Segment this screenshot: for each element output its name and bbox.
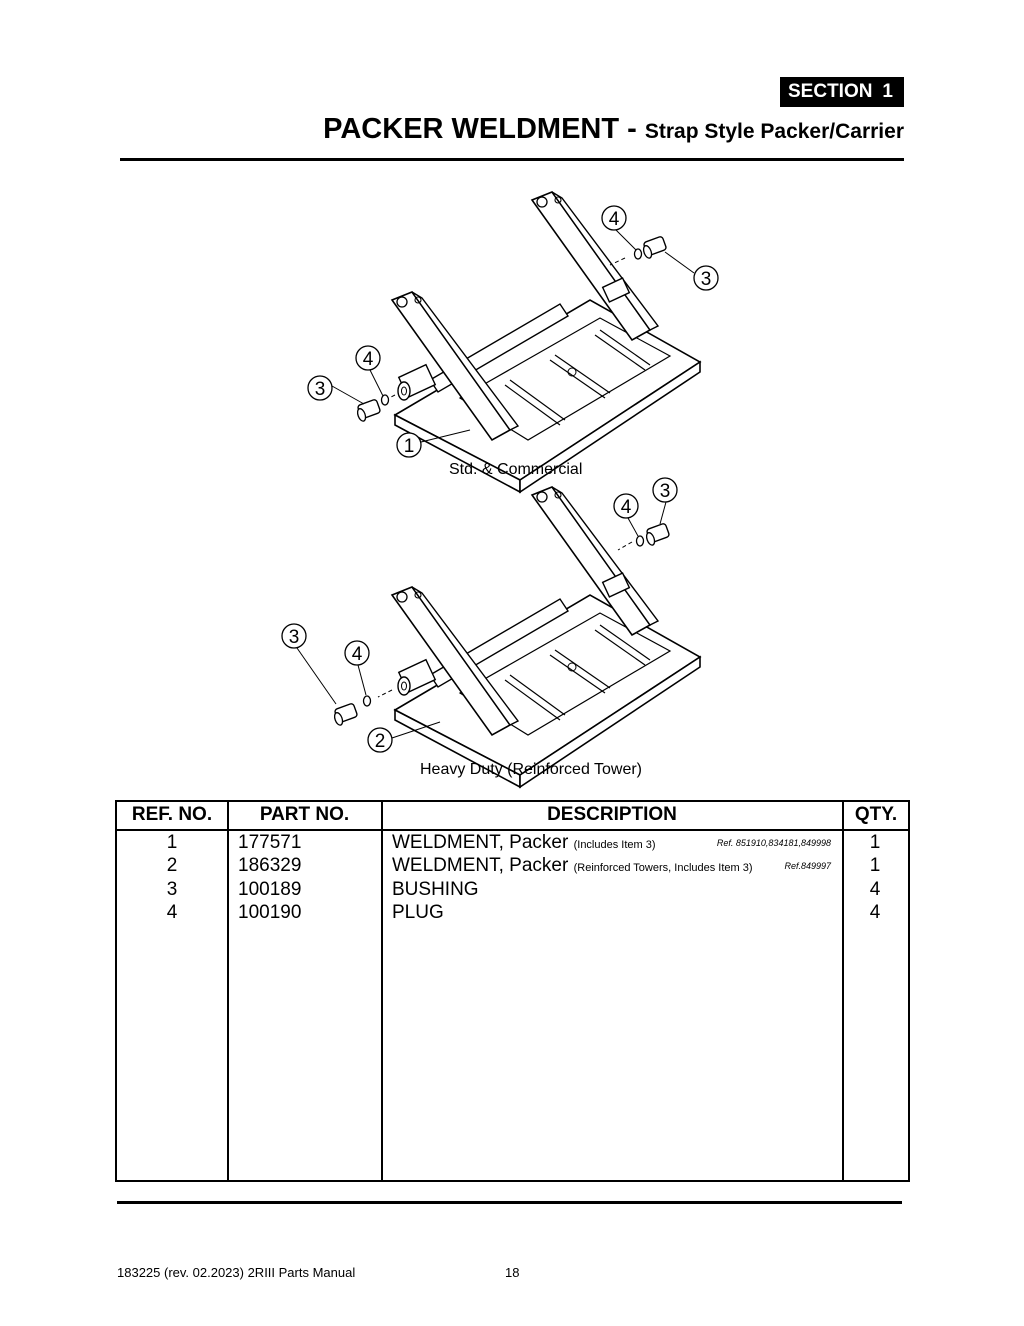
plug-part — [633, 248, 643, 260]
section-label: SECTION — [788, 81, 873, 102]
header-ref-no: REF. NO. — [131, 804, 213, 825]
quantity: 4 — [869, 902, 881, 923]
svg-text:4: 4 — [352, 644, 363, 665]
callout: 4 — [601, 205, 627, 231]
callout: 3 — [652, 477, 678, 503]
description-note: (Reinforced Towers, Includes Item 3) — [573, 862, 753, 874]
part-no: 100190 — [238, 902, 302, 923]
part-no: 100189 — [238, 879, 302, 900]
header-qty: QTY. — [854, 804, 898, 825]
table-row: 1 177571 WELDMENT, Packer (Includes Item… — [117, 832, 908, 856]
description: BUSHING — [392, 879, 479, 900]
bushing-part — [644, 522, 671, 547]
ref-no: 4 — [166, 902, 178, 923]
ref-no: 3 — [166, 879, 178, 900]
figure-caption-heavy: Heavy Duty (Reinforced Tower) — [420, 761, 643, 778]
ref-no: 2 — [166, 855, 178, 876]
quantity: 1 — [869, 855, 881, 876]
svg-text:3: 3 — [660, 481, 671, 502]
svg-text:3: 3 — [315, 379, 326, 400]
packer-drawings: 4 3 4 3 1 4 3 3 4 2 — [281, 191, 719, 788]
callout: 3 — [281, 623, 307, 649]
svg-text:3: 3 — [701, 269, 712, 290]
page-number: 18 — [505, 1265, 520, 1280]
part-no: 186329 — [238, 855, 302, 876]
figure-caption-std: Std. & Commercial — [449, 461, 583, 478]
std-commercial-packer — [331, 191, 701, 493]
callout: 3 — [307, 375, 333, 401]
svg-text:1: 1 — [404, 436, 415, 457]
callout: 3 — [693, 265, 719, 291]
svg-text:4: 4 — [621, 497, 632, 518]
svg-text:4: 4 — [363, 349, 374, 370]
page-title-sub: Strap Style Packer/Carrier — [644, 120, 904, 143]
callout: 2 — [367, 727, 393, 753]
document-id: 183225 (rev. 02.2023) 2RIII Parts Manual — [117, 1265, 356, 1280]
bushing-part — [332, 702, 359, 727]
column-divider — [842, 802, 844, 1180]
ref-no: 1 — [166, 832, 178, 853]
heavy-duty-packer — [296, 486, 701, 788]
table-row: 2 186329 WELDMENT, Packer (Reinforced To… — [117, 855, 908, 879]
svg-text:4: 4 — [609, 209, 620, 230]
parts-table: REF. NO. PART NO. DESCRIPTION QTY. 1 177… — [115, 800, 910, 1182]
callout: 4 — [344, 640, 370, 666]
column-divider — [381, 802, 383, 1180]
bushing-part — [355, 398, 382, 423]
part-no: 177571 — [238, 832, 302, 853]
callout: 4 — [613, 493, 639, 519]
quantity: 4 — [869, 879, 881, 900]
header-divider — [117, 829, 908, 831]
page-title-main: PACKER WELDMENT - — [323, 113, 645, 145]
table-row: 3 100189 BUSHING 4 — [117, 879, 908, 903]
header-rule — [120, 158, 904, 161]
description: WELDMENT, Packer (Reinforced Towers, Inc… — [392, 855, 753, 876]
section-badge: SECTION 1 — [780, 77, 904, 107]
reference-note: Ref.849997 — [784, 861, 831, 871]
footer-rule — [117, 1201, 902, 1204]
header-description: DESCRIPTION — [547, 804, 677, 825]
section-number: 1 — [882, 81, 893, 102]
svg-text:2: 2 — [375, 731, 386, 752]
callout: 1 — [396, 432, 422, 458]
callout: 4 — [355, 345, 381, 371]
table-row: 4 100190 PLUG 4 — [117, 902, 908, 926]
column-divider — [227, 802, 229, 1180]
reference-note: Ref. 851910,834181,849998 — [716, 838, 831, 848]
plug-part — [362, 695, 372, 707]
plug-part — [635, 535, 645, 547]
header-part-no: PART NO. — [259, 804, 350, 825]
page-title: PACKER WELDMENT - Strap Style Packer/Car… — [323, 113, 904, 146]
description-note: (Includes Item 3) — [573, 839, 656, 851]
description: PLUG — [392, 902, 444, 923]
description: WELDMENT, Packer (Includes Item 3) — [392, 832, 656, 853]
bushing-part — [641, 235, 668, 260]
svg-text:3: 3 — [289, 627, 300, 648]
quantity: 1 — [869, 832, 881, 853]
plug-part — [380, 394, 390, 406]
